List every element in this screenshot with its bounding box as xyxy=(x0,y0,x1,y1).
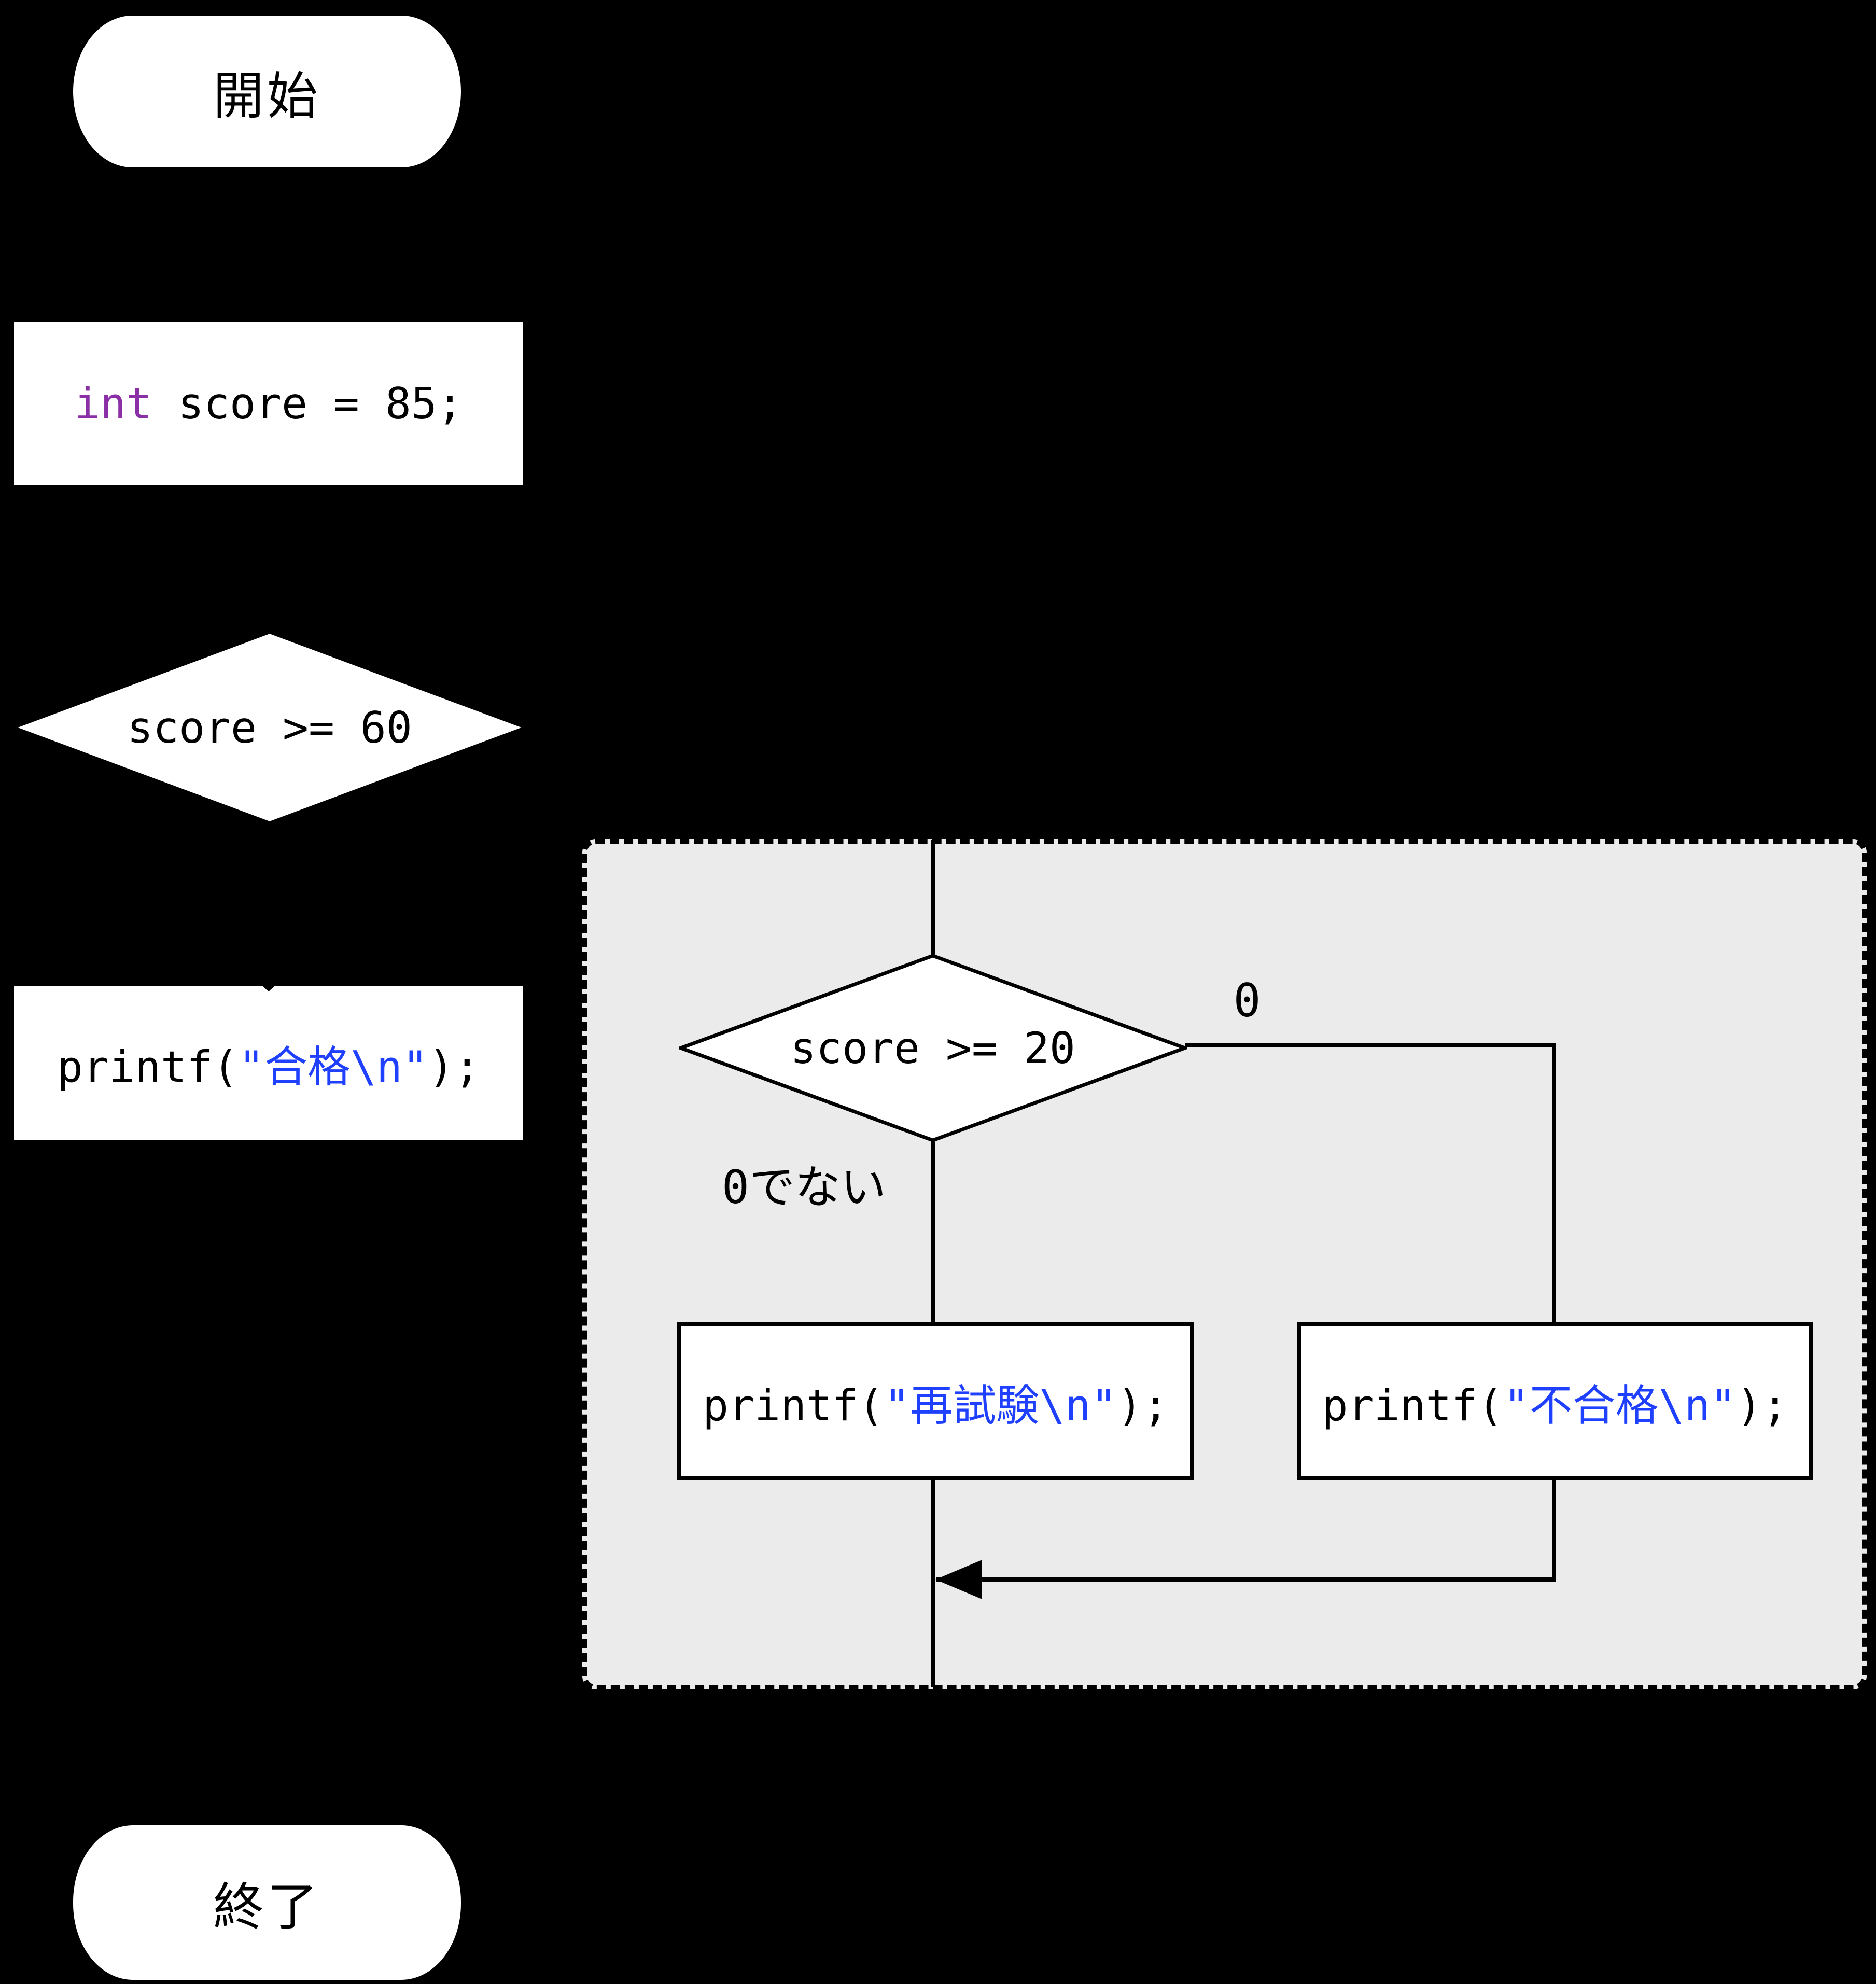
arrowhead-tip-icon xyxy=(260,984,277,991)
print-pass-code: printf("合格\n"); xyxy=(57,1032,480,1094)
decision1-label: score >= 60 xyxy=(127,702,412,753)
declaration-code: int score = 85; xyxy=(74,379,463,429)
edge-zero-branch-horizontal xyxy=(1185,1043,1556,1047)
print-pass-box: printf("合格\n"); xyxy=(12,984,525,1142)
decision2-shape xyxy=(679,954,1187,1142)
declaration-rest: score = 85; xyxy=(152,378,463,429)
edge-merge-horizontal xyxy=(936,1577,1556,1582)
print-fail-code: printf("不合格\n"); xyxy=(1322,1371,1788,1433)
edge-main-vertical xyxy=(931,840,935,1687)
print-retry-suffix: ); xyxy=(1116,1380,1169,1431)
print-fail-box: printf("不合格\n"); xyxy=(1297,1322,1813,1480)
print-pass-suffix: ); xyxy=(428,1041,480,1092)
print-retry-prefix: printf( xyxy=(703,1380,884,1431)
start-node-label: 開始 xyxy=(213,66,321,126)
decision2-diamond xyxy=(679,954,1187,1142)
print-pass-string: "合格\n" xyxy=(238,1041,428,1092)
edge-merge-vertical xyxy=(1552,1478,1556,1582)
merge-arrowhead-icon xyxy=(935,1560,982,1599)
print-pass-prefix: printf( xyxy=(57,1041,239,1092)
keyword-int: int xyxy=(74,378,152,429)
print-retry-box: printf("再試験\n"); xyxy=(677,1322,1194,1480)
branch-label-nonzero: 0でない xyxy=(722,1161,886,1214)
end-node-label: 終了 xyxy=(213,1878,321,1937)
print-fail-suffix: ); xyxy=(1736,1380,1788,1431)
print-retry-code: printf("再試験\n"); xyxy=(703,1371,1169,1433)
decision1-diamond xyxy=(11,630,528,825)
edge-zero-branch-vertical xyxy=(1552,1043,1556,1322)
print-retry-string: "再試験\n" xyxy=(884,1380,1117,1431)
decision2-label: score >= 20 xyxy=(790,1023,1075,1073)
else-region xyxy=(582,839,1867,1689)
declaration-box: int score = 85; xyxy=(12,320,525,487)
print-fail-prefix: printf( xyxy=(1322,1380,1504,1431)
branch-label-zero: 0 xyxy=(1233,974,1261,1027)
decision1-shape xyxy=(11,630,528,825)
print-fail-string: "不合格\n" xyxy=(1503,1380,1737,1431)
end-node: 終了 xyxy=(73,1825,461,1980)
start-node: 開始 xyxy=(73,16,461,167)
